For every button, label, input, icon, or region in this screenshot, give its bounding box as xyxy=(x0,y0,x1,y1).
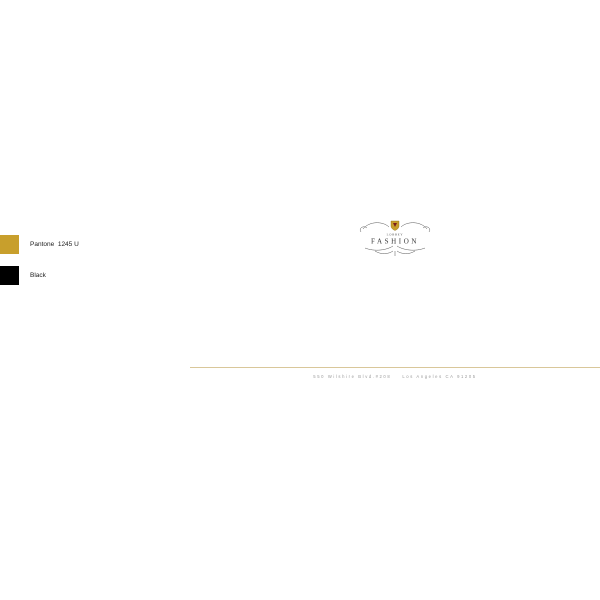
brand-logo: LOBBEY FASHION xyxy=(360,220,430,256)
logo-top-text: LOBBEY xyxy=(387,233,404,237)
black-color-swatch xyxy=(0,266,19,285)
gold-color-swatch xyxy=(0,235,19,254)
footer-address: 550 Wilshire Blvd.#208 Los Angeles CA 91… xyxy=(313,374,477,379)
footer-divider xyxy=(190,367,600,368)
flourish-ornament-icon xyxy=(360,222,430,256)
crest-shield-icon xyxy=(390,220,400,231)
black-swatch-label: Black xyxy=(30,272,46,279)
logo-main-text: FASHION xyxy=(371,238,419,246)
gold-swatch-label: Pantone 1245 U xyxy=(30,241,79,248)
